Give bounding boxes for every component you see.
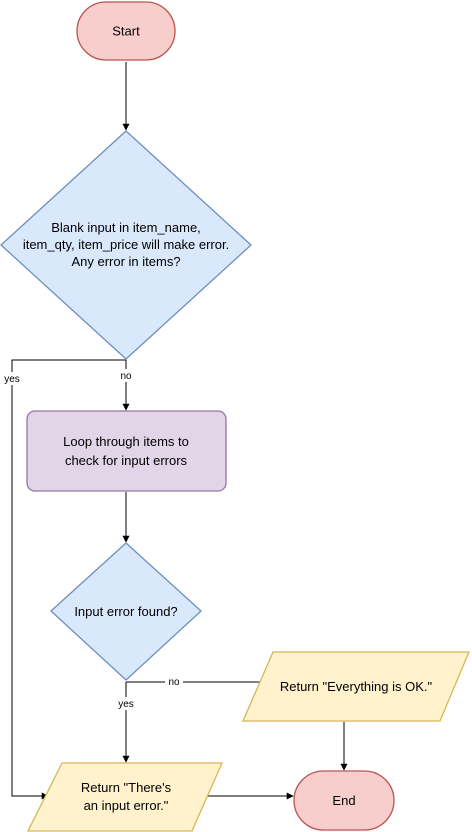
blank-input-decision-line-2: item_qty, item_price will make error.: [23, 237, 229, 252]
edge-label-error-yes: yes: [118, 699, 134, 710]
start-node: Start: [76, 1, 176, 61]
start-shape: [76, 1, 176, 61]
input-error-decision-node: Input error found?: [50, 542, 202, 681]
edges: [11, 62, 348, 800]
edge-decision-yes-to-return-error: [11, 359, 126, 800]
end-node: End: [293, 770, 395, 831]
edge-label-bg: [116, 697, 137, 710]
return-ok-shape: [242, 651, 470, 722]
start-label: Start: [112, 24, 140, 39]
edge-label-blank-yes: yes: [4, 374, 20, 385]
return-error-node: Return "There's an input error.": [26, 762, 223, 832]
loop-items-node: Loop through items to check for input er…: [26, 410, 227, 492]
edge-label-blank-no: no: [120, 371, 132, 382]
input-error-decision-label: Input error found?: [74, 604, 177, 619]
end-shape: [293, 770, 395, 831]
loop-items-shape: [26, 410, 227, 492]
blank-input-decision-shape: [0, 130, 252, 360]
edge-labels: yes no no yes: [2, 369, 183, 710]
blank-input-decision-line-3: Any error in items?: [71, 254, 180, 269]
end-label: End: [332, 793, 355, 808]
return-ok-label: Return "Everything is OK.": [280, 679, 433, 694]
edge-label-bg: [165, 675, 183, 688]
return-error-shape: [26, 762, 223, 832]
edge-label-bg: [2, 372, 22, 385]
return-ok-node: Return "Everything is OK.": [242, 651, 470, 722]
loop-items-line-1: Loop through items to: [63, 434, 189, 449]
edge-label-error-no: no: [168, 677, 180, 688]
loop-items-line-2: check for input errors: [65, 453, 188, 468]
return-error-line-2: an input error.": [84, 798, 169, 813]
return-error-line-1: Return "There's: [81, 780, 172, 795]
blank-input-decision-line-1: Blank input in item_name,: [51, 220, 201, 235]
edge-label-bg: [117, 369, 135, 382]
blank-input-decision-node: Blank input in item_name, item_qty, item…: [0, 130, 252, 360]
input-error-decision-shape: [50, 542, 202, 681]
